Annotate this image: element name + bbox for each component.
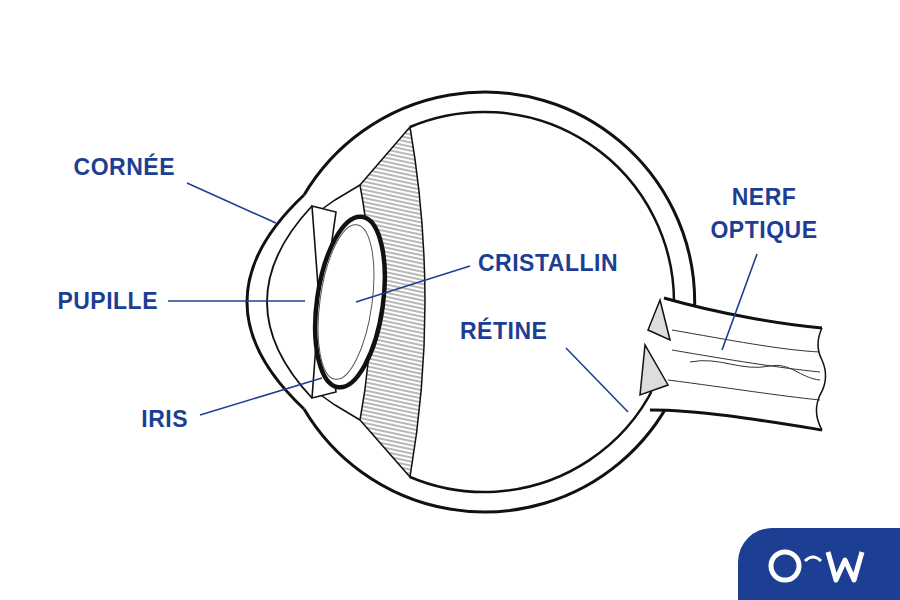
optic-nerve-outline — [650, 298, 822, 430]
part-label: CRISTALLIN — [478, 247, 618, 280]
leader-lines — [168, 183, 757, 415]
cornea-inner — [267, 206, 312, 398]
lens-inner — [309, 221, 382, 383]
part-label: CORNÉE — [74, 151, 175, 184]
retina-line — [410, 112, 674, 492]
optic-disc — [640, 300, 670, 395]
part-label: NERF OPTIQUE — [689, 181, 839, 247]
part-label: RÉTINE — [460, 315, 547, 348]
part-label: PUPILLE — [57, 285, 158, 318]
nerve-fibres — [668, 330, 820, 400]
lens — [305, 212, 394, 392]
logo — [738, 528, 900, 600]
optic-nerve-fill — [650, 298, 822, 430]
nerve-cut — [816, 328, 825, 430]
part-label: IRIS — [141, 403, 188, 436]
sclera — [304, 92, 695, 512]
